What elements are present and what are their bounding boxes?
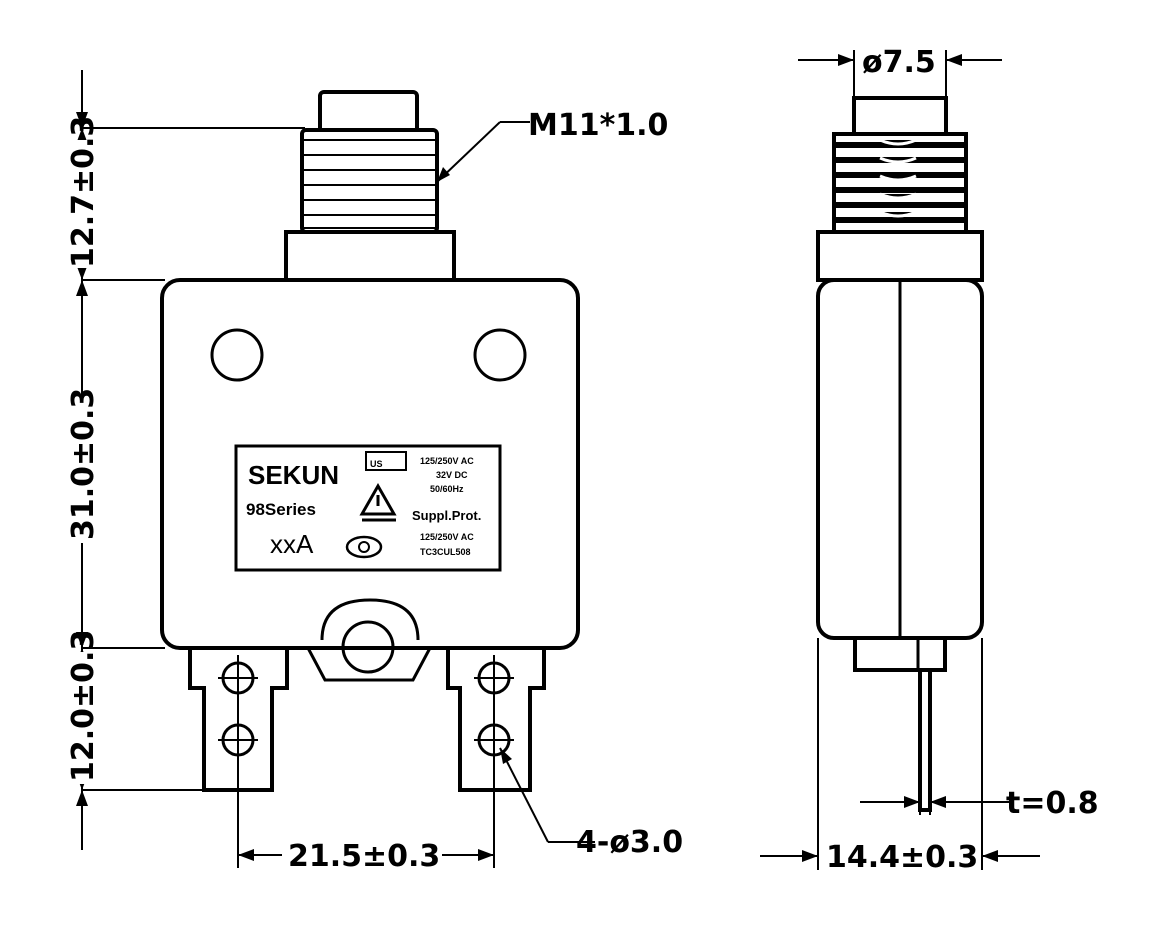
ratings-line1: 125/250V AC (420, 456, 474, 466)
warning-triangle-icon (359, 482, 397, 522)
side-threaded-bushing (832, 132, 968, 234)
ul-mark-icon: US (365, 451, 407, 471)
thread-callout: M11*1.0 (436, 108, 668, 183)
depth-dimension: 14.4±0.3 (760, 638, 1040, 875)
front-view: SEKUN 98Series xxA US 125/250V AC 32V DC (160, 90, 580, 868)
approval-mark-icon (345, 535, 383, 559)
protection-text: Suppl.Prot. (412, 508, 481, 523)
threaded-bushing (300, 128, 439, 234)
terminal-spacing-dimension: 21.5±0.3 (238, 836, 494, 874)
dim-height-body: 31.0±0.3 (66, 388, 101, 540)
side-base (816, 230, 984, 282)
thickness-dimension: t=0.8 (860, 770, 1099, 821)
side-view (816, 96, 984, 812)
mounting-base (284, 230, 456, 282)
dim-thickness: t=0.8 (1006, 786, 1099, 821)
rating-text: xxA (270, 529, 314, 559)
hole-callout: 4-ø3.0 (499, 747, 683, 860)
dim-terminal-spacing: 21.5±0.3 (288, 839, 440, 874)
mount-hole-left (210, 328, 264, 382)
dim-thread: M11*1.0 (528, 108, 668, 143)
ratings-line5: TC3CUL508 (420, 547, 471, 557)
button-diameter-dimension: ø7.5 (798, 45, 1002, 98)
label-plate: SEKUN 98Series xxA US 125/250V AC 32V DC (234, 444, 502, 572)
terminal-right (446, 650, 546, 792)
vertical-dimension-stack: 12.7±0.3 31.0±0.3 12.0±0.3 (66, 70, 305, 850)
ratings-line3: 50/60Hz (430, 484, 464, 494)
brand-text: SEKUN (248, 460, 339, 490)
series-text: 98Series (246, 500, 316, 519)
svg-text:US: US (370, 459, 383, 469)
breaker-body (160, 278, 580, 650)
ratings-line4: 125/250V AC (420, 532, 474, 542)
side-bottom-block (853, 636, 947, 672)
dim-height-top: 12.7±0.3 (66, 116, 101, 268)
side-terminal (918, 668, 932, 812)
side-button (852, 96, 948, 136)
mount-hole-right (473, 328, 527, 382)
dim-height-terminal: 12.0±0.3 (66, 630, 101, 782)
dim-hole-callout: 4-ø3.0 (576, 825, 683, 860)
dim-button-diameter: ø7.5 (862, 45, 936, 80)
push-button (318, 90, 419, 134)
center-pivot (306, 598, 432, 682)
dim-depth: 14.4±0.3 (826, 840, 978, 875)
ratings-line2: 32V DC (436, 470, 468, 480)
